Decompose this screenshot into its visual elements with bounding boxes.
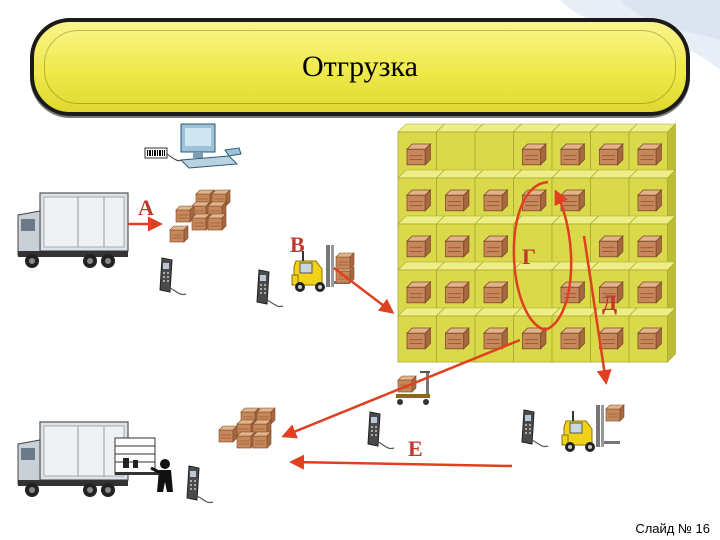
rack-box: [406, 327, 431, 350]
title-banner-border: [44, 30, 676, 104]
outbound-truck-icon: [17, 421, 129, 498]
goods-pile-icon: [169, 189, 231, 243]
rack-box: [483, 235, 508, 258]
scanner-icon: [186, 465, 214, 504]
computer-icon: [144, 123, 242, 169]
rack-box: [637, 189, 662, 212]
arrow-b: [333, 267, 395, 314]
rack-box: [483, 281, 508, 304]
slide-number: Слайд № 16: [635, 521, 710, 536]
rack-box: [483, 189, 508, 212]
rack-box: [522, 143, 547, 166]
warehouse-rack: [397, 123, 677, 363]
scanner-icon: [256, 269, 284, 308]
inbound-truck-icon: [17, 192, 129, 269]
rack-box: [560, 327, 585, 350]
slide-title: Отгрузка: [302, 50, 418, 83]
rack-box: [445, 327, 470, 350]
scanner-icon: [367, 411, 395, 450]
rack-box: [637, 281, 662, 304]
arrow-d: [582, 235, 612, 385]
scanner-icon: [159, 257, 187, 296]
rack-box: [406, 189, 431, 212]
rack-box: [637, 235, 662, 258]
rack-box: [522, 327, 547, 350]
label-e: Е: [408, 436, 423, 461]
rack-cell: [628, 307, 677, 363]
rack-box: [599, 143, 624, 166]
arrow-g-loop: [512, 180, 573, 332]
rack-box: [445, 235, 470, 258]
rack-box: [406, 235, 431, 258]
rack-box: [599, 235, 624, 258]
label-a: А: [138, 195, 154, 220]
rack-box: [445, 281, 470, 304]
title-banner: Отгрузка: [30, 18, 690, 116]
rack-box: [637, 327, 662, 350]
rack-box: [522, 189, 547, 212]
shipment-pile-icon: [218, 407, 276, 449]
loader-worker-icon: [114, 437, 173, 492]
rack-box: [406, 143, 431, 166]
label-b: В: [290, 232, 305, 257]
rack-box: [560, 189, 585, 212]
label-g: Г: [522, 244, 536, 269]
arrow-to-pallet: [281, 338, 521, 439]
rack-box: [406, 281, 431, 304]
label-d: Д: [602, 290, 618, 315]
rack-box: [560, 281, 585, 304]
rack-box: [599, 327, 624, 350]
rack-box: [637, 143, 662, 166]
rack-box: [560, 143, 585, 166]
scanner-icon: [521, 409, 549, 448]
forklift-icon: [561, 404, 625, 453]
rack-box: [445, 189, 470, 212]
arrow-e: [289, 454, 513, 470]
